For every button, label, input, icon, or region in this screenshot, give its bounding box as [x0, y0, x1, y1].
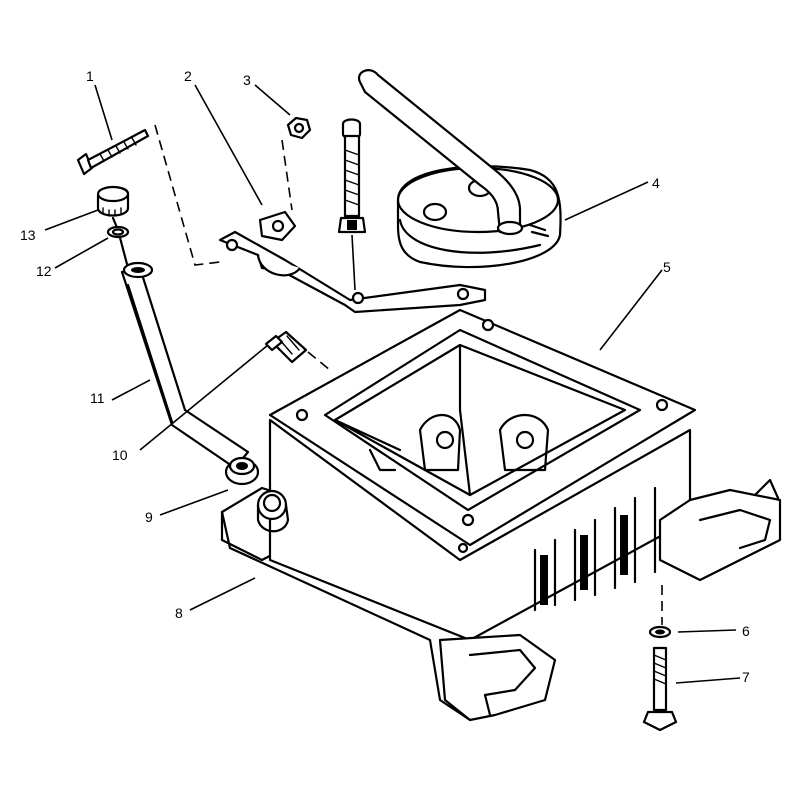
part-2-bracket — [218, 139, 487, 314]
part-1-screw — [76, 124, 221, 266]
callout-2: 2 — [184, 68, 192, 84]
callout-13: 13 — [20, 227, 36, 243]
callout-1: 1 — [86, 68, 94, 84]
callout-9: 9 — [145, 509, 153, 525]
leader-lines — [44, 84, 741, 684]
stud-bolt — [337, 118, 367, 291]
part-7-bolt — [642, 585, 678, 732]
part-3-nut — [286, 116, 312, 140]
callout-12: 12 — [36, 263, 52, 279]
part-6-washer — [648, 625, 672, 639]
part-10-plug — [264, 330, 331, 371]
part-8-oil-pan — [220, 308, 782, 722]
callout-8: 8 — [175, 605, 183, 621]
callout-10: 10 — [112, 447, 128, 463]
callout-6: 6 — [742, 623, 750, 639]
callout-7: 7 — [742, 669, 750, 685]
callout-11: 11 — [90, 390, 105, 406]
part-11-dipstick-tube — [120, 261, 250, 470]
callout-labels: 1 2 3 4 5 6 7 8 9 10 11 12 13 — [20, 68, 750, 685]
part-13-dipstick-cap — [96, 185, 130, 270]
callout-5: 5 — [663, 259, 671, 275]
part-4-breather-cover — [357, 69, 562, 269]
callout-3: 3 — [243, 72, 251, 88]
part-12-washer — [106, 225, 130, 239]
callout-4: 4 — [652, 175, 660, 191]
part-9-grommet — [224, 456, 260, 486]
